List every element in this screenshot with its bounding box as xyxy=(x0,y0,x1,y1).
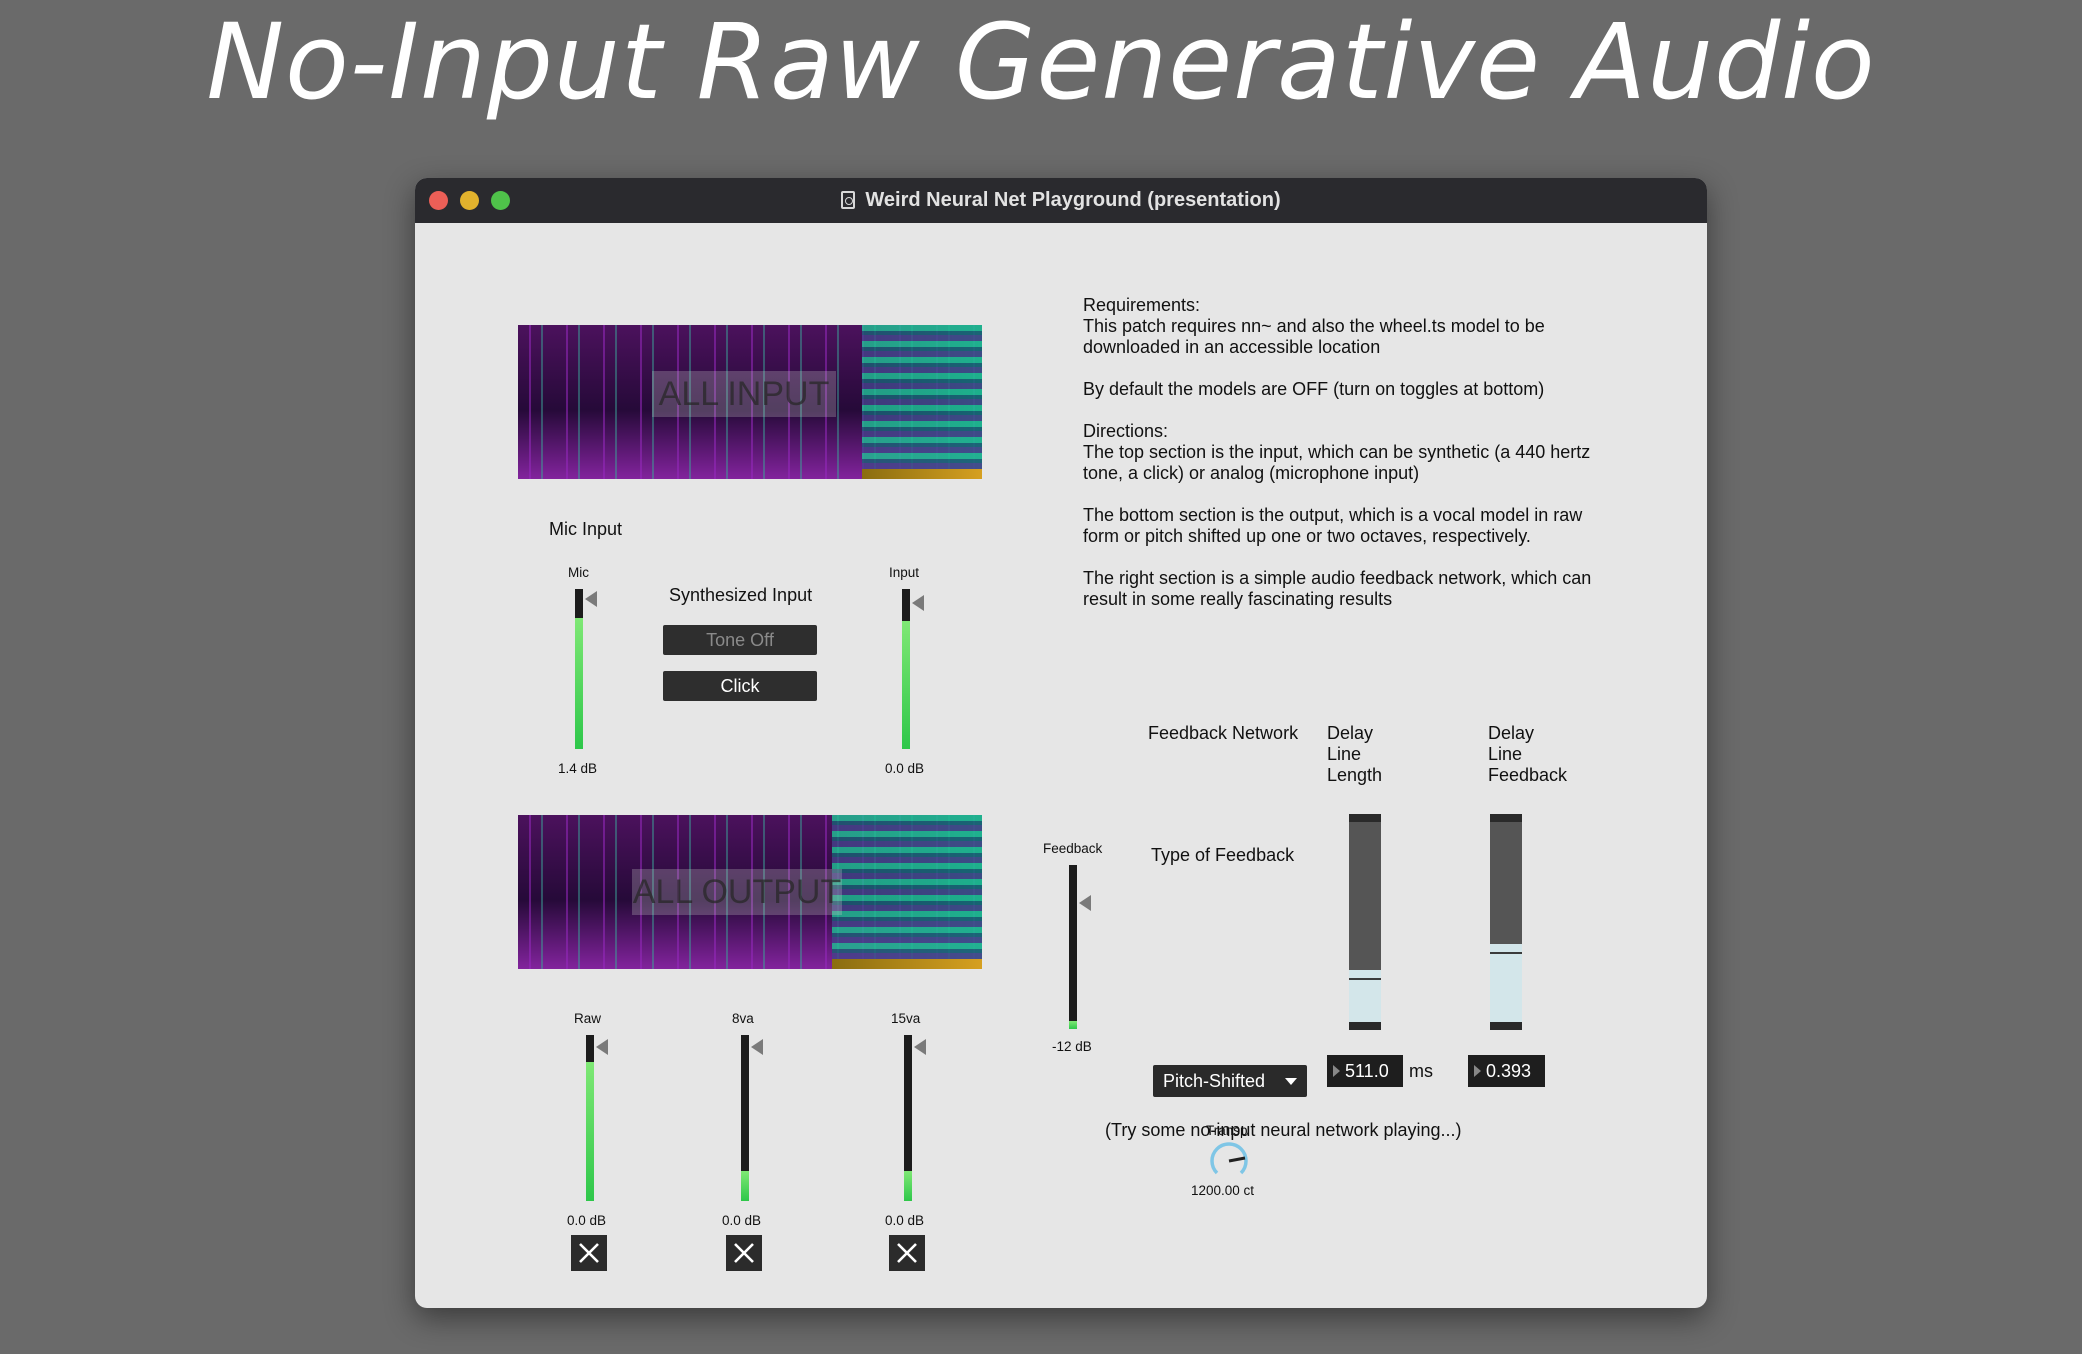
x-icon xyxy=(579,1243,599,1263)
delay-length-handle[interactable] xyxy=(1349,978,1381,980)
transp-label: Transp xyxy=(1206,1123,1248,1138)
delay-length-label-line: Delay xyxy=(1327,723,1374,743)
tone-toggle-button[interactable]: Tone Off xyxy=(663,625,817,655)
input-spectroscope: ALL INPUT xyxy=(518,325,982,479)
requirements-text: This patch requires nn~ and also the whe… xyxy=(1083,316,1545,357)
15va-meter-label: 15va xyxy=(891,1011,921,1026)
default-state-text: By default the models are OFF (turn on t… xyxy=(1083,379,1545,399)
15va-model-toggle[interactable] xyxy=(889,1235,925,1271)
15va-level-meter[interactable] xyxy=(904,1035,926,1201)
triangle-icon xyxy=(1474,1065,1481,1077)
delay-length-label-line: Length xyxy=(1327,765,1383,785)
feedback-type-value: Pitch-Shifted xyxy=(1163,1071,1266,1091)
feedback-level-meter[interactable] xyxy=(1069,865,1091,1029)
title-bar[interactable]: Weird Neural Net Playground (presentatio… xyxy=(415,178,1707,223)
8va-meter-fill xyxy=(741,1171,749,1201)
feedback-meter-value: -12 dB xyxy=(1052,1039,1092,1054)
directions-text: The top section is the input, which can … xyxy=(1083,442,1591,483)
slider-bottom-cap xyxy=(1490,1022,1522,1030)
slider-top-cap xyxy=(1490,814,1522,822)
delay-feedback-slider[interactable] xyxy=(1490,814,1522,1030)
right-section-text: The right section is a simple audio feed… xyxy=(1083,568,1592,609)
spectro-highlight xyxy=(862,325,982,479)
transp-value: 1200.00 ct xyxy=(1191,1183,1255,1198)
15va-gain-handle[interactable] xyxy=(914,1039,926,1055)
x-icon xyxy=(897,1243,917,1263)
delay-feedback-label-line: Delay xyxy=(1488,723,1535,743)
delay-feedback-fill xyxy=(1490,944,1522,1022)
maximize-button[interactable] xyxy=(491,191,510,210)
8va-gain-handle[interactable] xyxy=(751,1039,763,1055)
hint-text: (Try some no-input neural network playin… xyxy=(1105,1120,1462,1140)
input-meter-label: Input xyxy=(889,565,920,580)
delay-length-unit: ms xyxy=(1409,1061,1433,1081)
8va-meter-value: 0.0 dB xyxy=(722,1213,762,1228)
minimize-button[interactable] xyxy=(460,191,479,210)
output-scope-label: ALL OUTPUT xyxy=(632,869,842,915)
feedback-type-dropdown[interactable]: Pitch-Shifted xyxy=(1153,1065,1307,1097)
raw-meter-fill xyxy=(586,1061,594,1201)
delay-length-number[interactable]: 511.0 xyxy=(1327,1055,1403,1087)
raw-model-toggle[interactable] xyxy=(571,1235,607,1271)
8va-level-meter[interactable] xyxy=(741,1035,763,1201)
raw-gain-handle[interactable] xyxy=(596,1039,608,1055)
x-icon xyxy=(734,1243,754,1263)
input-gain-handle[interactable] xyxy=(912,595,924,611)
15va-meter-value: 0.0 dB xyxy=(885,1213,925,1228)
slider-bottom-cap xyxy=(1349,1022,1381,1030)
feedback-network-label: Feedback Network xyxy=(1148,723,1299,743)
raw-level-meter[interactable] xyxy=(586,1035,608,1201)
delay-length-value: 511.0 xyxy=(1345,1061,1389,1081)
feedback-meter-fill xyxy=(1069,1020,1077,1029)
delay-length-label: Delay Line Length xyxy=(1327,723,1382,786)
directions-heading: Directions: xyxy=(1083,421,1169,441)
triangle-icon xyxy=(1333,1065,1340,1077)
input-scope-label: ALL INPUT xyxy=(652,371,836,417)
transpose-dial[interactable] xyxy=(1209,1141,1249,1181)
raw-meter-value: 0.0 dB xyxy=(567,1213,607,1228)
delay-length-slider[interactable] xyxy=(1349,814,1381,1030)
delay-feedback-value: 0.393 xyxy=(1486,1061,1532,1081)
spectro-highlight xyxy=(832,815,982,969)
delay-feedback-label-line: Feedback xyxy=(1488,765,1568,785)
mic-meter-fill xyxy=(575,617,583,749)
feedback-gain-handle[interactable] xyxy=(1079,895,1091,911)
delay-length-label-line: Line xyxy=(1327,744,1362,764)
mic-level-meter[interactable] xyxy=(575,589,597,749)
feedback-meter-label: Feedback xyxy=(1043,841,1103,856)
input-meter-fill xyxy=(902,621,910,749)
bottom-section-text: The bottom section is the output, which … xyxy=(1083,505,1583,546)
mic-meter-label: Mic xyxy=(568,565,589,580)
window-title: Weird Neural Net Playground (presentatio… xyxy=(865,189,1281,211)
feedback-type-label: Type of Feedback xyxy=(1151,845,1295,865)
8va-model-toggle[interactable] xyxy=(726,1235,762,1271)
input-level-meter[interactable] xyxy=(902,589,924,749)
click-button[interactable]: Click xyxy=(663,671,817,701)
instructions-text: Requirements: This patch requires nn~ an… xyxy=(1083,295,1603,631)
delay-feedback-number[interactable]: 0.393 xyxy=(1468,1055,1545,1087)
slider-top-cap xyxy=(1349,814,1381,822)
window-title-wrap: Weird Neural Net Playground (presentatio… xyxy=(415,178,1707,223)
document-icon xyxy=(841,191,856,209)
delay-feedback-handle[interactable] xyxy=(1490,952,1522,954)
8va-meter-label: 8va xyxy=(732,1011,754,1026)
page-headline: No-Input Raw Generative Audio xyxy=(206,1,1876,123)
input-meter-value: 0.0 dB xyxy=(885,761,925,776)
delay-feedback-label: Delay Line Feedback xyxy=(1488,723,1567,786)
dial-icon xyxy=(1210,1142,1248,1175)
app-window: Weird Neural Net Playground (presentatio… xyxy=(415,178,1707,1308)
patch-canvas: ALL INPUT Mic Input Mic 1.4 dB Synthesiz… xyxy=(415,223,1707,1308)
raw-meter-label: Raw xyxy=(574,1011,602,1026)
15va-meter-fill xyxy=(904,1171,912,1201)
synthesized-input-label: Synthesized Input xyxy=(669,585,813,605)
close-button[interactable] xyxy=(429,191,448,210)
mic-meter-value: 1.4 dB xyxy=(558,761,598,776)
mic-input-label: Mic Input xyxy=(549,519,623,539)
mic-gain-handle[interactable] xyxy=(585,591,597,607)
requirements-heading: Requirements: xyxy=(1083,295,1201,315)
delay-feedback-label-line: Line xyxy=(1488,744,1523,764)
output-spectroscope: ALL OUTPUT xyxy=(518,815,982,969)
chevron-down-icon xyxy=(1285,1078,1297,1085)
